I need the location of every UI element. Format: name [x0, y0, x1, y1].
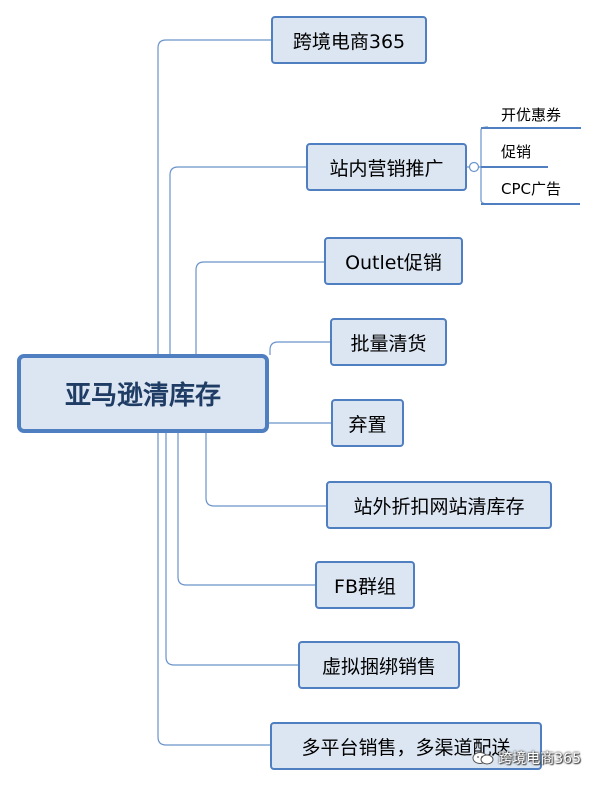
connector-topic-2 — [169, 166, 307, 355]
connector-topic-3 — [195, 261, 325, 355]
subtopic-1[interactable]: 开优惠券 — [481, 104, 581, 129]
wechat-icon — [472, 752, 494, 765]
topic-5-label: 弃置 — [348, 413, 387, 436]
topic-5[interactable]: 弃置 — [331, 399, 404, 447]
topic-6[interactable]: 站外折扣网站清库存 — [326, 481, 552, 529]
topic-3[interactable]: Outlet促销 — [324, 237, 463, 285]
watermark: 跨境电商365 — [472, 748, 581, 768]
connector-topic-7 — [177, 432, 316, 586]
root-topic[interactable]: 亚马逊清库存 — [17, 354, 269, 433]
connector-topic-6 — [205, 432, 327, 507]
subtopic-3-label: CPC广告 — [501, 180, 561, 198]
topic-6-label: 站外折扣网站清库存 — [353, 495, 525, 518]
connector-topic-8 — [165, 432, 299, 666]
topic-8[interactable]: 虚拟捆绑销售 — [298, 641, 460, 689]
root-topic-label: 亚马逊清库存 — [64, 381, 221, 411]
topic-8-label: 虚拟捆绑销售 — [321, 655, 436, 678]
topic-9-label: 多平台销售，多渠道配送 — [301, 736, 511, 759]
topic-1-label: 跨境电商365 — [292, 30, 406, 53]
subtopic-2[interactable]: 促销 — [481, 141, 548, 168]
subtopic-2-label: 促销 — [501, 143, 532, 161]
subtopic-3[interactable]: CPC广告 — [481, 178, 580, 205]
topic-1[interactable]: 跨境电商365 — [271, 16, 427, 64]
topic-7[interactable]: FB群组 — [315, 561, 415, 609]
topic-9[interactable]: 多平台销售，多渠道配送 — [270, 722, 542, 770]
topic-4-label: 批量清货 — [350, 332, 427, 355]
topic-3-label: Outlet促销 — [345, 251, 442, 274]
connector-topic-9 — [157, 432, 271, 746]
topic-4[interactable]: 批量清货 — [330, 318, 447, 366]
watermark-text: 跨境电商365 — [498, 751, 581, 767]
topic-7-label: FB群组 — [334, 575, 396, 598]
topic-2-label: 站内营销推广 — [329, 157, 444, 180]
connector-topic-1 — [157, 39, 272, 355]
collapse-toggle — [468, 161, 480, 173]
connector-topic-4 — [269, 341, 331, 355]
subtopic-1-label: 开优惠券 — [501, 106, 562, 124]
topic-2[interactable]: 站内营销推广 — [306, 143, 467, 191]
